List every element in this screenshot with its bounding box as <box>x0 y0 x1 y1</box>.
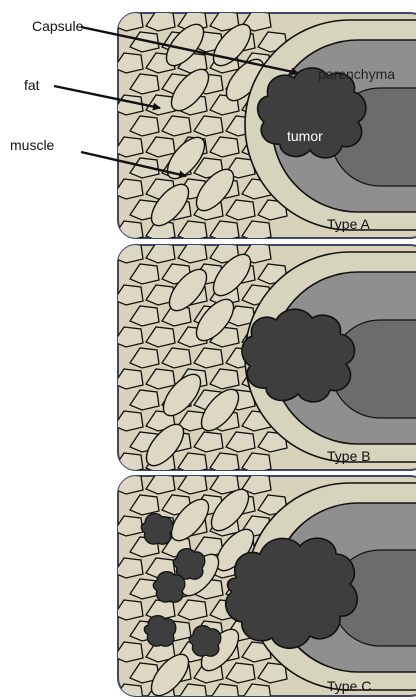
panel-b-tumor <box>242 309 355 402</box>
panel-c-type-label: Type C <box>327 678 371 694</box>
tumor-label: tumor <box>287 128 323 144</box>
satellite-nodule <box>153 572 185 603</box>
muscle-label: muscle <box>10 137 55 153</box>
satellite-nodule <box>144 616 176 647</box>
capsule-label: Capsule <box>32 18 84 34</box>
satellite-nodule <box>141 514 173 545</box>
panel-b-type-label: Type B <box>327 448 371 464</box>
fat-label: fat <box>24 77 40 93</box>
panel-type-b: Type B <box>114 243 416 473</box>
panel-type-a: tumor parenchyma Type A <box>114 11 416 241</box>
parenchyma-label: parenchyma <box>318 66 395 82</box>
satellite-nodule <box>189 626 221 657</box>
panel-type-c: Type C <box>114 474 416 700</box>
panel-a-type-label: Type A <box>327 216 370 232</box>
fat-cell <box>114 684 143 700</box>
